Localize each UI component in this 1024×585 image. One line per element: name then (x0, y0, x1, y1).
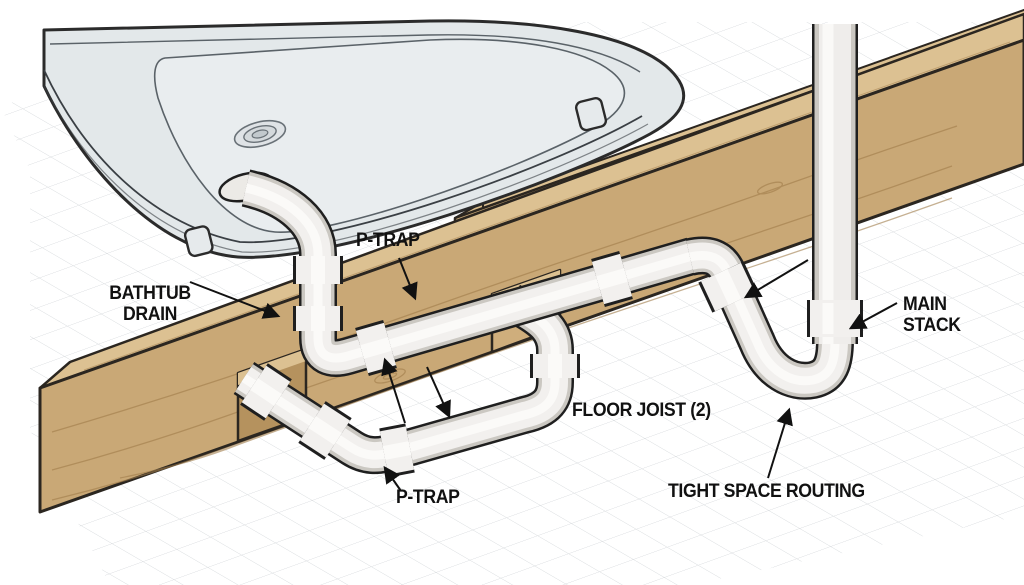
pipe-coupling (698, 261, 758, 313)
pipe-coupling (240, 354, 580, 478)
pipe-stack-connector (685, 236, 854, 400)
label-p-trap-bottom: P-TRAP (396, 487, 460, 508)
label-main-stack: MAIN STACK (903, 294, 961, 337)
pipe-tub-drain-run (218, 169, 698, 377)
main-stack-pipe (807, 24, 863, 344)
label-floor-joist: FLOOR JOIST (2) (572, 400, 711, 421)
leader-arrows (189, 257, 898, 492)
tub-drain-hole (233, 119, 287, 149)
arrow-tight-space (767, 407, 793, 479)
pipe-lower-run (233, 284, 580, 478)
arrow-p-trap-top (398, 257, 418, 301)
stack-coupling (807, 300, 863, 337)
arrow-bathtub-drain (189, 281, 281, 319)
arrow-p-trap-lower-inlet (426, 366, 451, 419)
label-bathtub-drain: BATHTUB DRAIN (109, 283, 191, 326)
tub-foot (574, 96, 608, 132)
tub-foot (183, 225, 214, 258)
arrow-p-trap-bottom (383, 465, 402, 492)
label-tight-space-routing: TIGHT SPACE ROUTING (668, 481, 865, 502)
pipe-coupling (293, 250, 633, 377)
arrow-main-stack (848, 302, 898, 330)
arrow-trap-coupling (381, 357, 406, 424)
label-p-trap-top: P-TRAP (356, 230, 420, 251)
arrow-connector-pipe (743, 259, 809, 299)
